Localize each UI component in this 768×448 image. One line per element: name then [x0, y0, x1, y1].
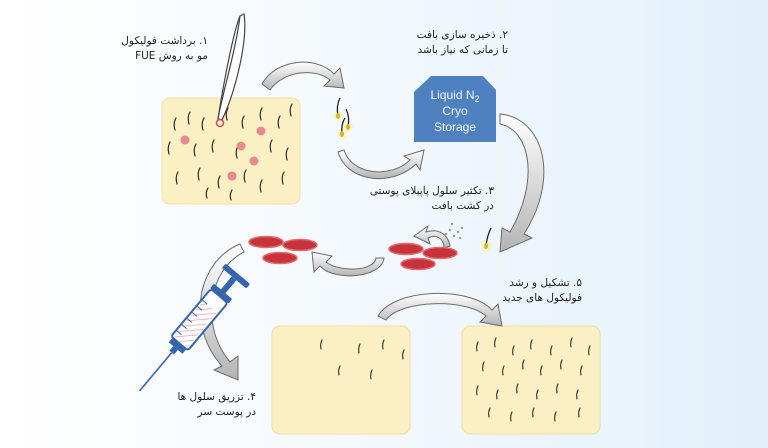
arrow-harvest-to-follicles [261, 61, 345, 91]
arrow-injection-to-growth [377, 293, 503, 327]
step5-line2: فولیکول های جدید [502, 292, 582, 304]
storage-line2: Cryo [442, 104, 468, 118]
arrow-follicles-to-storage [337, 149, 425, 180]
cultured-follicle [479, 227, 493, 253]
storage-line3: Storage [434, 120, 476, 134]
storage-subscript: 2 [475, 94, 480, 104]
recipient-scalp-patch [271, 325, 411, 435]
isolated-cells-dots [445, 223, 463, 239]
step5-line1: ۵. تشکیل و رشد [509, 277, 582, 289]
step3-line1: ۳. تکثیر سلول پاپیلای پوستی [369, 185, 494, 197]
step3-line2: در کشت بافت [431, 200, 494, 212]
step4-label: ۴. تزریق سلول ها در پوست سر [177, 390, 256, 420]
arrow-cells-to-dishes [413, 224, 451, 249]
new-follicles-scalp-patch [461, 325, 601, 435]
tweezers-icon [215, 13, 246, 128]
syringe-icon [138, 264, 250, 392]
step1-line2: مو به روش FUE [135, 50, 208, 62]
step2-label: ۲. ذخیره سازی بافت تا زمانی که نیاز باشد [417, 28, 508, 58]
step2-line2: تا زمانی که نیاز باشد [417, 44, 508, 56]
arrow-culture-to-injection [199, 243, 245, 381]
step4-line1: ۴. تزریق سلول ها [177, 391, 256, 403]
step1-line1: ۱. برداشت فولیکول [121, 35, 208, 47]
petri-dishes-left [248, 235, 318, 265]
petri-dishes-right [388, 242, 458, 271]
donor-scalp-patch [161, 97, 301, 205]
extracted-follicles [332, 97, 354, 140]
step5-label: ۵. تشکیل و رشد فولیکول های جدید [502, 276, 582, 306]
storage-line1: Liquid N2 [430, 88, 479, 104]
arrow-storage-to-culture [499, 113, 545, 253]
arrow-dishes-expansion [311, 251, 385, 277]
step3-label: ۳. تکثیر سلول پاپیلای پوستی در کشت بافت [370, 184, 494, 214]
step2-line1: ۲. ذخیره سازی بافت [416, 29, 508, 41]
step4-line2: در پوست سر [197, 406, 256, 418]
extraction-site-dots [180, 126, 266, 181]
cryo-storage-container [414, 76, 496, 142]
step1-label: ۱. برداشت فولیکول مو به روش FUE [121, 34, 208, 64]
